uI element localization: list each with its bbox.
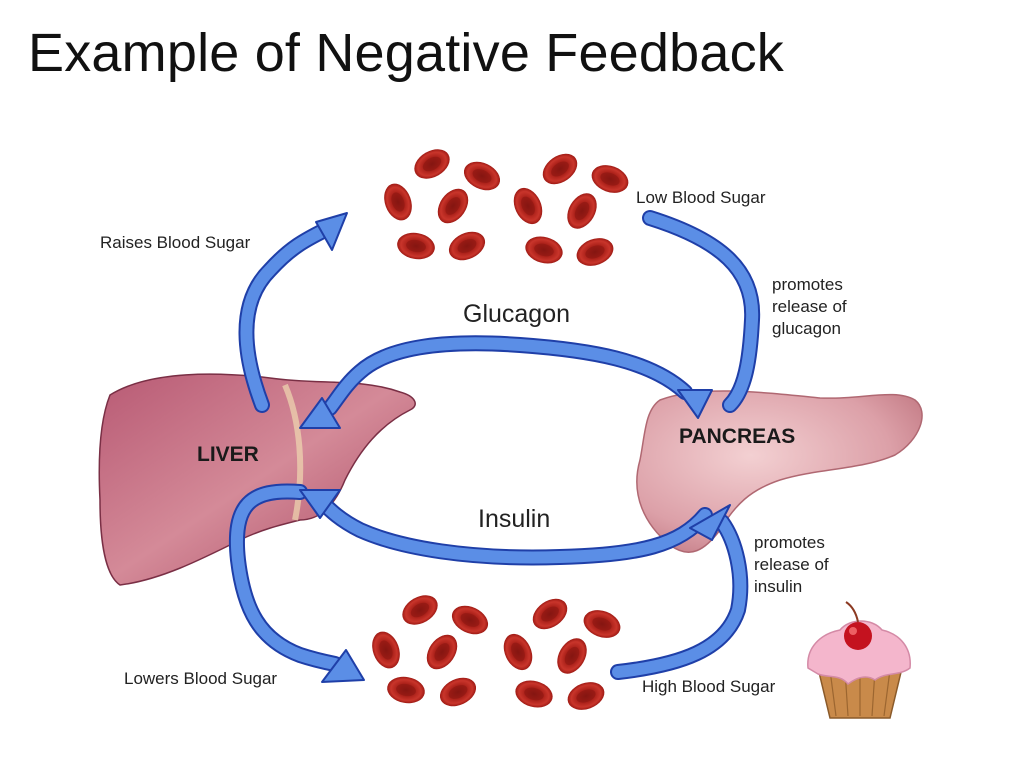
glucagon-arrowhead	[299, 397, 341, 429]
lowers-arrowhead	[321, 649, 365, 683]
promotes-glucagon-label: promotes release of glucagon	[772, 274, 882, 340]
promotes-insulin-line: release of	[754, 555, 829, 574]
red-blood-cells-icon	[379, 143, 633, 271]
high-arrowhead	[689, 504, 731, 541]
promotes-glucagon-line: release of	[772, 297, 847, 316]
cupcake-icon	[807, 601, 911, 719]
raises-arrowhead	[315, 212, 348, 251]
page-title: Example of Negative Feedback	[28, 23, 785, 83]
high-blood-sugar-label: High Blood Sugar	[642, 677, 776, 696]
promotes-insulin-line: insulin	[754, 577, 803, 596]
promotes-glucagon-line: glucagon	[772, 319, 842, 338]
insulin-arrowhead	[299, 489, 341, 519]
promotes-insulin-line: promotes	[754, 533, 825, 552]
insulin-label: Insulin	[478, 505, 551, 533]
red-blood-cells-icon	[367, 589, 625, 715]
pancreas-label: PANCREAS	[679, 425, 796, 448]
low-arrowhead	[677, 389, 713, 419]
raises-blood-sugar-label: Raises Blood Sugar	[100, 233, 251, 252]
promotes-insulin-label: promotes release of insulin	[754, 532, 864, 598]
low-blood-sugar-label: Low Blood Sugar	[636, 188, 766, 207]
liver-label: LIVER	[197, 443, 259, 466]
glucagon-label: Glucagon	[463, 300, 571, 328]
promotes-glucagon-line: promotes	[772, 275, 843, 294]
lowers-blood-sugar-label: Lowers Blood Sugar	[124, 669, 278, 688]
